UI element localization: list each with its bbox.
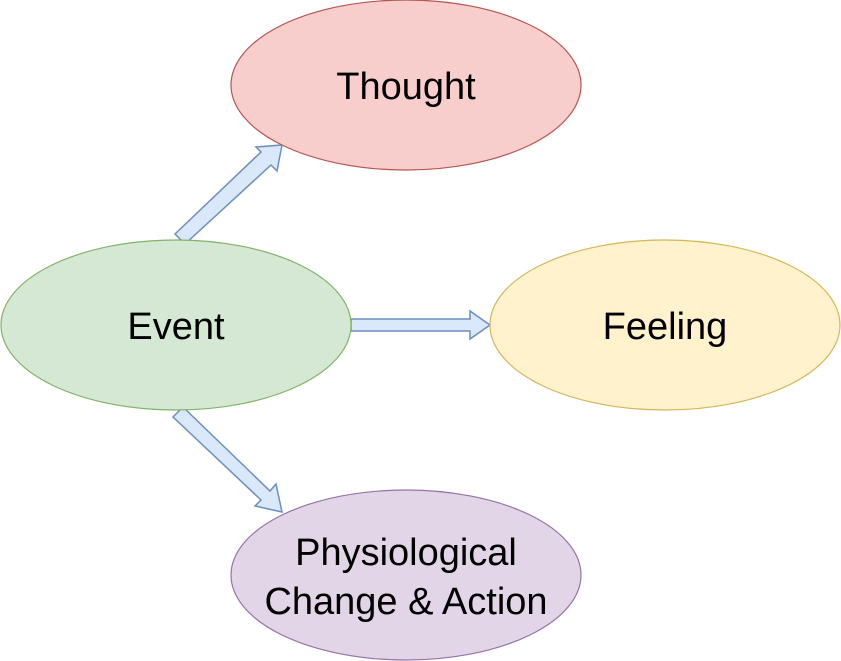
feeling-ellipse [489,239,841,411]
physiological-ellipse [230,489,582,661]
event-ellipse [0,239,352,411]
thought-ellipse [230,0,582,171]
arrow-event-to-physiological [171,405,283,513]
arrows-group [171,144,492,513]
node-event[interactable]: Event [0,239,352,411]
physiological-label-line1: Physiological [295,532,517,574]
node-thought[interactable]: Thought [230,0,582,171]
event-label: Event [127,306,225,348]
thought-label: Thought [336,66,476,108]
arrow-event-to-feeling [350,309,492,341]
physiological-label-line2: Change & Action [264,581,547,623]
arrow-event-to-thought [173,144,283,246]
feeling-label: Feeling [603,306,728,348]
node-physiological[interactable]: Physiological Change & Action [230,489,582,661]
node-feeling[interactable]: Feeling [489,239,841,411]
